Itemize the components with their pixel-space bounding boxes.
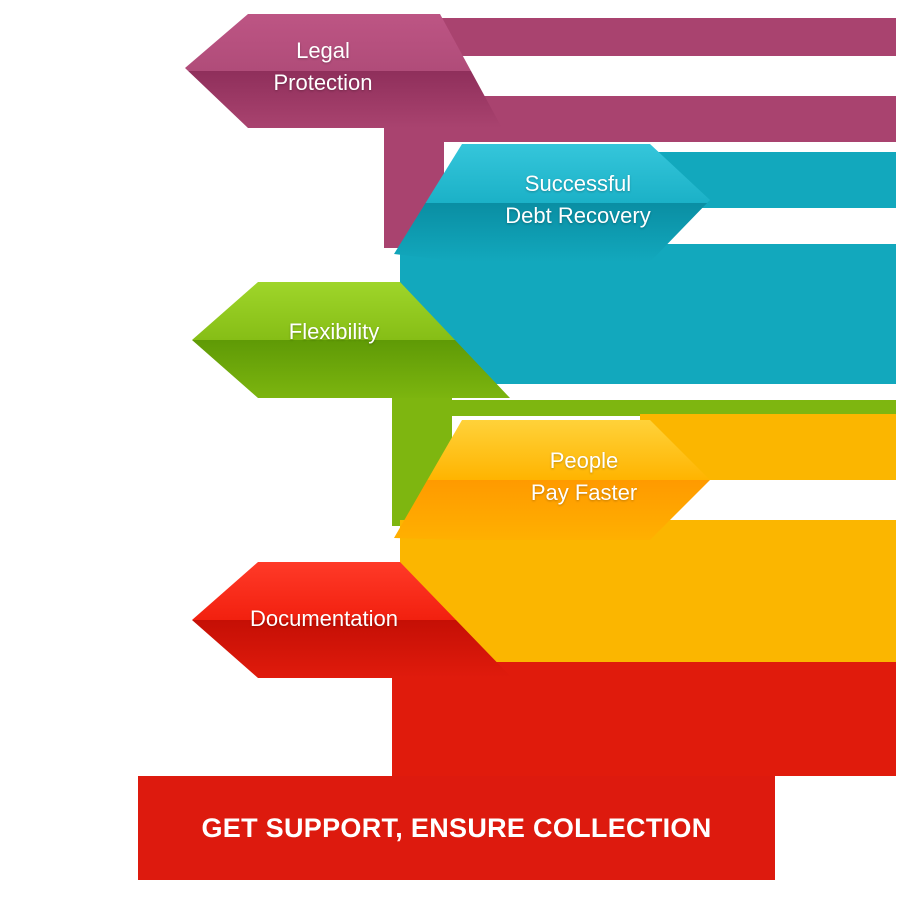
doc-block [392,662,896,776]
flex-stripe [440,400,896,416]
debt-arrow [394,144,710,262]
flexibility-label: Flexibility [254,316,414,348]
people-block [400,520,896,666]
cta-label: GET SUPPORT, ENSURE COLLECTION [201,812,712,843]
legal-stripe-lower [440,96,896,142]
people-pay-faster-line-2: Pay Faster [530,480,638,505]
debt-recovery-line-1: Successful [524,171,632,196]
legal-protection-line-2: Protection [273,70,373,95]
documentation-line-1: Documentation [250,606,398,631]
people-arrow [394,420,710,540]
legal-protection-line-1: Legal [296,38,350,63]
flexibility-line-1: Flexibility [288,319,380,344]
cta-banner[interactable]: GET SUPPORT, ENSURE COLLECTION [138,776,775,880]
legal-protection-label: Legal Protection [236,35,410,99]
flex-arrow [192,282,510,398]
people-pay-faster-line-1: People [549,448,619,473]
debt-block [400,244,896,384]
doc-arrow [192,562,512,678]
documentation-label: Documentation [224,603,424,635]
debt-recovery-line-2: Debt Recovery [505,203,651,228]
legal-arrow [185,14,502,128]
debt-recovery-label: Successful Debt Recovery [478,168,678,232]
people-pay-faster-label: People Pay Faster [494,445,674,509]
